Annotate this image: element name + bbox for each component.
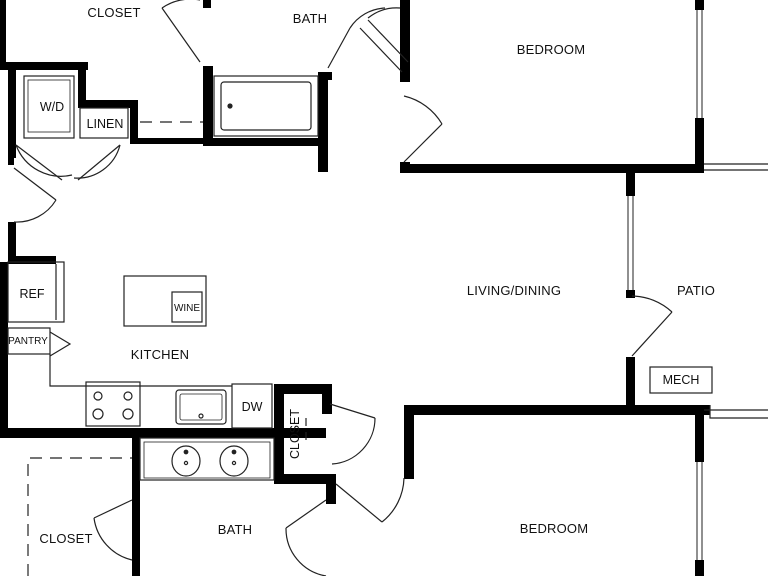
walls bbox=[0, 0, 710, 576]
wall-segment bbox=[0, 0, 6, 62]
wall-segment bbox=[695, 0, 704, 10]
room-label-patio: PATIO bbox=[677, 283, 715, 298]
fixture-label-linen: LINEN bbox=[87, 117, 124, 131]
wall-segment bbox=[274, 474, 336, 484]
washer-dryer-box bbox=[23, 75, 75, 139]
room-label-kitchen: KITCHEN bbox=[131, 347, 189, 362]
labels: CLOSET BATH BEDROOM LIVING/DINING PATIO … bbox=[8, 5, 715, 546]
wall-segment bbox=[274, 384, 284, 480]
room-label-bedroom-top: BEDROOM bbox=[517, 42, 586, 57]
wall-segment bbox=[0, 262, 8, 432]
fixture-label-ref: REF bbox=[20, 287, 45, 301]
wall-segment bbox=[203, 138, 327, 146]
fixture-label-pantry: PANTRY bbox=[8, 336, 48, 347]
windows bbox=[627, 10, 703, 560]
wall-segment bbox=[8, 155, 14, 165]
wall-segment bbox=[404, 405, 414, 479]
refrigerator-box bbox=[7, 261, 65, 323]
room-label-bedroom-bottom: BEDROOM bbox=[520, 521, 589, 536]
wall-segment bbox=[626, 170, 635, 196]
wall-segment bbox=[0, 62, 88, 70]
wall-segment bbox=[318, 72, 332, 80]
room-label-bath-bottom: BATH bbox=[218, 522, 253, 537]
wall-segment bbox=[404, 405, 710, 415]
wall-segment bbox=[8, 62, 16, 158]
wall-segment bbox=[318, 74, 328, 172]
wine-box bbox=[171, 291, 203, 323]
pantry-box bbox=[7, 327, 51, 355]
wall-segment bbox=[626, 357, 635, 411]
vanity bbox=[139, 437, 275, 481]
wall-segment bbox=[326, 474, 336, 504]
wall-segment bbox=[322, 384, 332, 414]
wall-segment bbox=[695, 410, 704, 462]
fixture-label-mech: MECH bbox=[663, 373, 700, 387]
fixture-label-closet-small: CLOSET bbox=[288, 409, 302, 459]
kitchen-sink bbox=[175, 389, 227, 425]
bathtub bbox=[213, 75, 319, 137]
wall-segment bbox=[8, 256, 56, 264]
room-label-bath-top: BATH bbox=[293, 11, 328, 26]
fixtures bbox=[7, 75, 713, 576]
range bbox=[85, 381, 141, 427]
wall-segment bbox=[203, 0, 211, 8]
doors bbox=[13, 0, 673, 576]
wall-segment bbox=[274, 384, 330, 394]
wall-segment bbox=[8, 222, 16, 262]
wall-segment bbox=[626, 290, 635, 298]
room-label-living-dining: LIVING/DINING bbox=[467, 283, 561, 298]
wall-segment bbox=[400, 164, 704, 173]
wall-segment bbox=[132, 428, 140, 576]
wall-segment bbox=[400, 0, 410, 82]
mech-box bbox=[649, 366, 713, 394]
patio-outline bbox=[704, 163, 768, 419]
room-label-closet-top: CLOSET bbox=[87, 5, 140, 20]
dishwasher-box bbox=[231, 383, 273, 429]
room-label-closet-bottom: CLOSET bbox=[39, 531, 92, 546]
wall-segment bbox=[130, 138, 210, 144]
wall-segment bbox=[695, 560, 704, 576]
fixture-label-washer-dryer: W/D bbox=[40, 100, 64, 114]
kitchen-island bbox=[123, 275, 207, 327]
wall-segment bbox=[203, 66, 213, 144]
wall-segment bbox=[78, 62, 86, 102]
wall-segment bbox=[0, 428, 140, 438]
wall-segment bbox=[78, 100, 138, 108]
wall-segment bbox=[130, 100, 138, 144]
linen-box bbox=[79, 107, 129, 139]
wall-segment bbox=[132, 428, 326, 438]
fixture-label-wine: WINE bbox=[174, 303, 200, 314]
wall-segment bbox=[695, 118, 704, 173]
fixture-label-dw: DW bbox=[242, 400, 263, 414]
